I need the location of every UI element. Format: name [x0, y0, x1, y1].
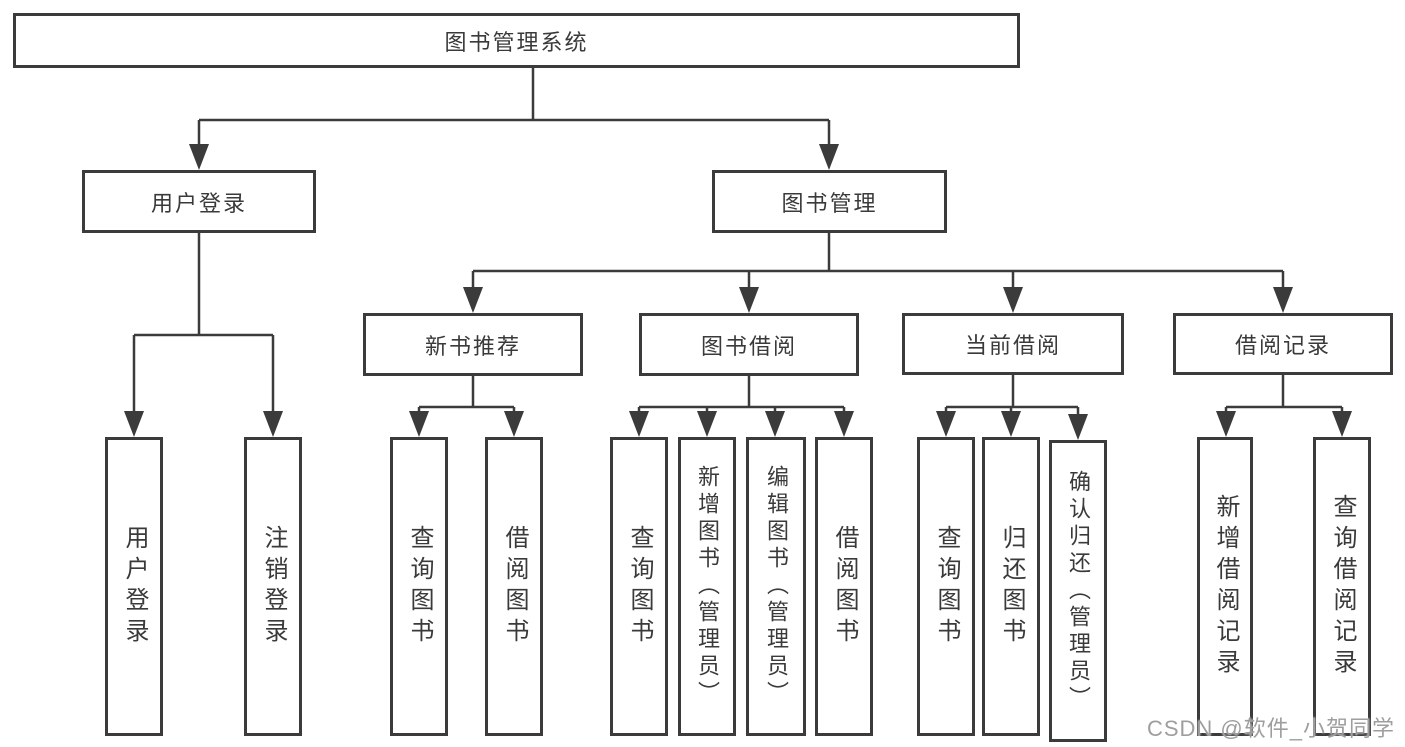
leaf-label: 借阅图书 — [831, 524, 858, 649]
leaf-borrow-books: 借阅图书 — [815, 437, 873, 736]
leaf-label: 查询借阅记录 — [1329, 493, 1356, 680]
node-label: 借阅记录 — [1234, 333, 1331, 358]
node-label: 图书管理 — [781, 190, 878, 216]
leaf-label: 查询图书 — [933, 524, 960, 649]
leaf-query-books-recommend: 查询图书 — [390, 437, 448, 736]
leaf-confirm-return-admin: 确认归还（管理员） — [1049, 440, 1107, 742]
node-new-book-recommend: 新书推荐 — [363, 313, 583, 376]
node-current-borrowing: 当前借阅 — [902, 313, 1124, 375]
csdn-watermark: CSDN @软件_小贺同学 — [1146, 716, 1395, 741]
node-book-management: 图书管理 — [712, 170, 947, 233]
leaf-edit-books-admin: 编辑图书（管理员） — [746, 437, 806, 736]
leaf-logout: 注销登录 — [244, 437, 302, 736]
leaf-add-books-admin: 新增图书（管理员） — [678, 437, 736, 736]
leaf-label: 新增图书（管理员） — [695, 465, 720, 708]
node-label: 图书借阅 — [700, 333, 797, 359]
node-label: 用户登录 — [150, 190, 247, 216]
node-book-borrowing: 图书借阅 — [639, 313, 859, 376]
leaf-query-borrow-record: 查询借阅记录 — [1313, 437, 1371, 736]
leaf-query-books-current: 查询图书 — [917, 437, 975, 736]
leaf-label: 注销登录 — [260, 524, 287, 649]
node-borrowing-records: 借阅记录 — [1173, 313, 1393, 375]
leaf-label: 查询图书 — [406, 524, 433, 649]
leaf-user-login: 用户登录 — [105, 437, 163, 736]
leaf-borrow-books-recommend: 借阅图书 — [485, 437, 543, 736]
leaf-label: 编辑图书（管理员） — [764, 465, 789, 708]
node-label: 当前借阅 — [964, 333, 1061, 358]
leaf-label: 归还图书 — [998, 524, 1025, 649]
node-user-login: 用户登录 — [82, 170, 316, 233]
leaf-label: 用户登录 — [121, 524, 148, 649]
leaf-label: 确认归还（管理员） — [1066, 469, 1091, 713]
node-label: 图书管理系统 — [444, 29, 589, 55]
arrowheads — [124, 144, 1352, 440]
leaf-add-borrow-record: 新增借阅记录 — [1197, 437, 1253, 736]
leaf-label: 借阅图书 — [501, 524, 528, 649]
leaf-return-books: 归还图书 — [982, 437, 1040, 736]
node-label: 新书推荐 — [424, 333, 521, 359]
leaf-query-books-borrow: 查询图书 — [610, 437, 668, 736]
node-library-management-system: 图书管理系统 — [13, 13, 1020, 68]
leaf-label: 新增借阅记录 — [1212, 493, 1239, 680]
leaf-label: 查询图书 — [626, 524, 653, 649]
